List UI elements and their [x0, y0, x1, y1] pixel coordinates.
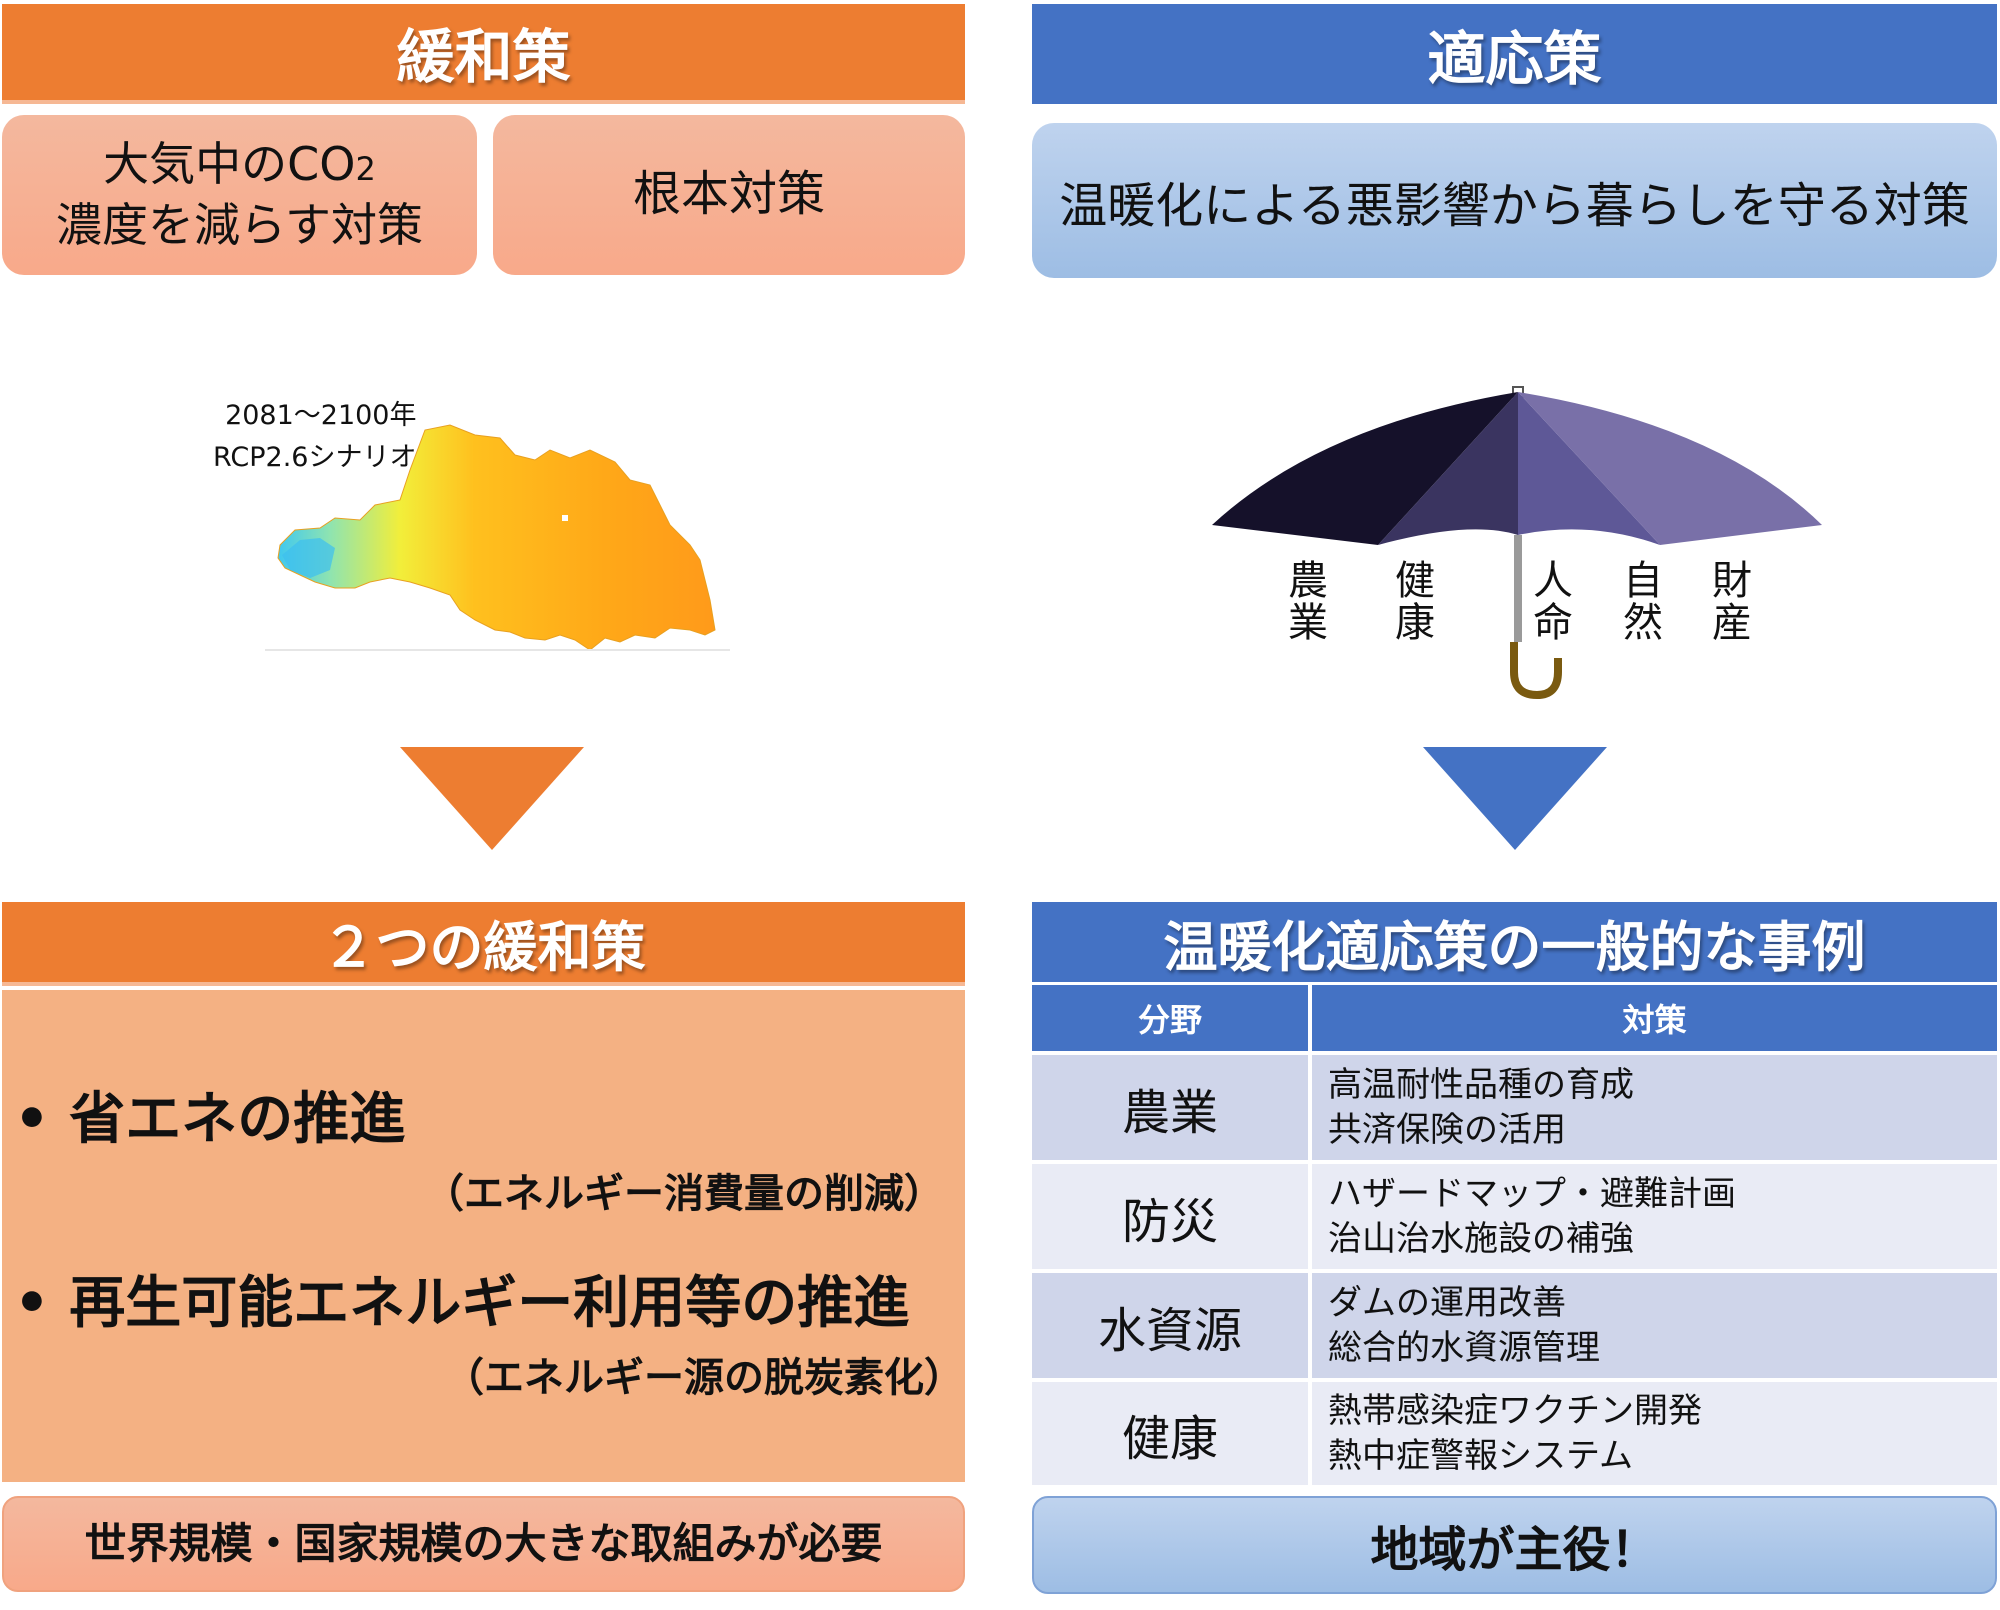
bullet-energy-saving-main: • 省エネの推進: [14, 1087, 406, 1152]
root-measure-text: 根本対策: [632, 166, 825, 223]
table-row-health-measures: 熱帯感染症ワクチン開発 熱中症警報システム: [1312, 1382, 1997, 1485]
mitigation-title: 緩和策: [2, 4, 965, 104]
mitigation-footer: 世界規模・国家規模の大きな取組みが必要: [2, 1496, 965, 1592]
bullet-renewable: • 再生可能エネルギー利用等の推進 （エネルギー源の脱炭素化）: [14, 1258, 964, 1403]
adaptation-box: 温暖化による悪影響から暮らしを守る対策: [1032, 123, 1997, 278]
adaptation-examples-title-text: 温暖化適応策の一般的な事例: [1163, 915, 1866, 979]
co2-line2: 濃度を減らす対策: [55, 198, 424, 252]
adaptation-table: 分野 対策 農業 高温耐性品種の育成 共済保険の活用 防災 ハザードマップ・避難…: [1032, 985, 1997, 1485]
adaptation-arrow: [1423, 747, 1607, 850]
table-row-agriculture-measures: 高温耐性品種の育成 共済保険の活用: [1312, 1055, 1997, 1160]
adaptation-footer: 地域が主役！: [1032, 1496, 1997, 1594]
adaptation-title-text: 適応策: [1427, 25, 1602, 93]
table-row-disaster-measures: ハザードマップ・避難計画 治山治水施設の補強: [1312, 1164, 1997, 1269]
umbrella-label-health: 健 康: [1395, 558, 1435, 646]
two-mitigations-title-text: ２つの緩和策: [321, 915, 646, 979]
umbrella-label-agriculture: 農 業: [1288, 558, 1328, 646]
map-caption-period: 2081～2100年: [225, 400, 417, 431]
temperature-map: [265, 424, 730, 651]
umbrella-icon: [1212, 386, 1822, 700]
table-row-agriculture-field: 農業: [1032, 1055, 1308, 1160]
map-caption: 2081～2100年 RCP2.6シナリオ: [213, 395, 417, 479]
table-row-health-field: 健康: [1032, 1382, 1308, 1485]
adaptation-footer-text: 地域が主役！: [1370, 1522, 1659, 1578]
umbrella-label-nature: 自 然: [1623, 558, 1663, 646]
co2-line1: 大気中のCO2: [103, 137, 376, 192]
adaptation-examples-title: 温暖化適応策の一般的な事例: [1032, 902, 1997, 982]
umbrella-label-property: 財 産: [1712, 558, 1752, 646]
mitigation-arrow: [400, 747, 584, 850]
mitigation-box-root: 根本対策: [493, 115, 965, 275]
mitigation-footer-text: 世界規模・国家規模の大きな取組みが必要: [84, 1519, 883, 1569]
umbrella-label-life: 人 命: [1533, 558, 1573, 646]
mitigation-bullets-panel: • 省エネの推進 （エネルギー消費量の削減） • 再生可能エネルギー利用等の推進…: [2, 990, 965, 1482]
adaptation-title: 適応策: [1032, 4, 1997, 104]
bullet-renewable-main: • 再生可能エネルギー利用等の推進: [14, 1271, 910, 1336]
bullet-renewable-sub: （エネルギー源の脱炭素化）: [444, 1355, 964, 1401]
table-row-water-measures: ダムの運用改善 総合的水資源管理: [1312, 1273, 1997, 1378]
two-mitigations-title: ２つの緩和策: [2, 902, 965, 986]
table-header-field: 分野: [1032, 985, 1308, 1051]
bullet-energy-saving-sub: （エネルギー消費量の削減）: [424, 1171, 944, 1217]
bullet-energy-saving: • 省エネの推進 （エネルギー消費量の削減）: [14, 1074, 954, 1219]
table-row-disaster-field: 防災: [1032, 1164, 1308, 1269]
table-row-water-field: 水資源: [1032, 1273, 1308, 1378]
mitigation-title-text: 緩和策: [396, 23, 571, 91]
adaptation-box-text: 温暖化による悪影響から暮らしを守る対策: [1059, 177, 1970, 234]
table-header-measure: 対策: [1312, 985, 1997, 1051]
mitigation-box-co2: 大気中のCO2 濃度を減らす対策: [2, 115, 477, 275]
map-caption-scenario: RCP2.6シナリオ: [213, 441, 417, 473]
